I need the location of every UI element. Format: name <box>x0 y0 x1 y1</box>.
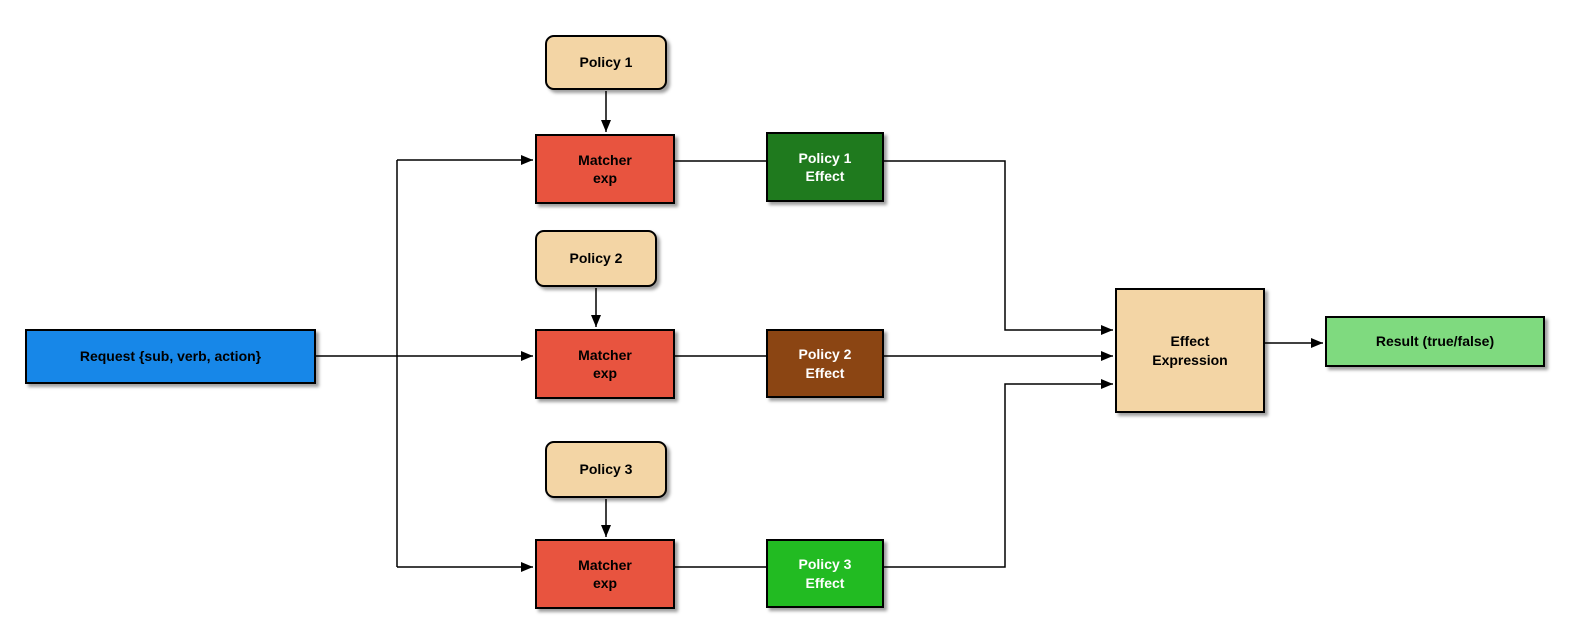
node-effect-expression: Effect Expression <box>1115 288 1265 413</box>
edge-effect1-to-expression <box>884 160 1113 335</box>
node-matcher-3: Matcher exp <box>535 539 675 609</box>
node-matcher-2: Matcher exp <box>535 329 675 399</box>
node-result: Result (true/false) <box>1325 316 1545 367</box>
node-request: Request {sub, verb, action} <box>25 329 316 384</box>
node-policy-3: Policy 3 <box>545 441 667 498</box>
node-policy-1-effect: Policy 1 Effect <box>766 132 884 202</box>
node-matcher-1: Matcher exp <box>535 134 675 204</box>
node-policy-2-effect: Policy 2 Effect <box>766 329 884 398</box>
node-policy-2: Policy 2 <box>535 230 657 287</box>
node-policy-3-effect: Policy 3 Effect <box>766 539 884 608</box>
edge-effect3-to-expression <box>884 379 1113 568</box>
node-policy-1: Policy 1 <box>545 35 667 90</box>
